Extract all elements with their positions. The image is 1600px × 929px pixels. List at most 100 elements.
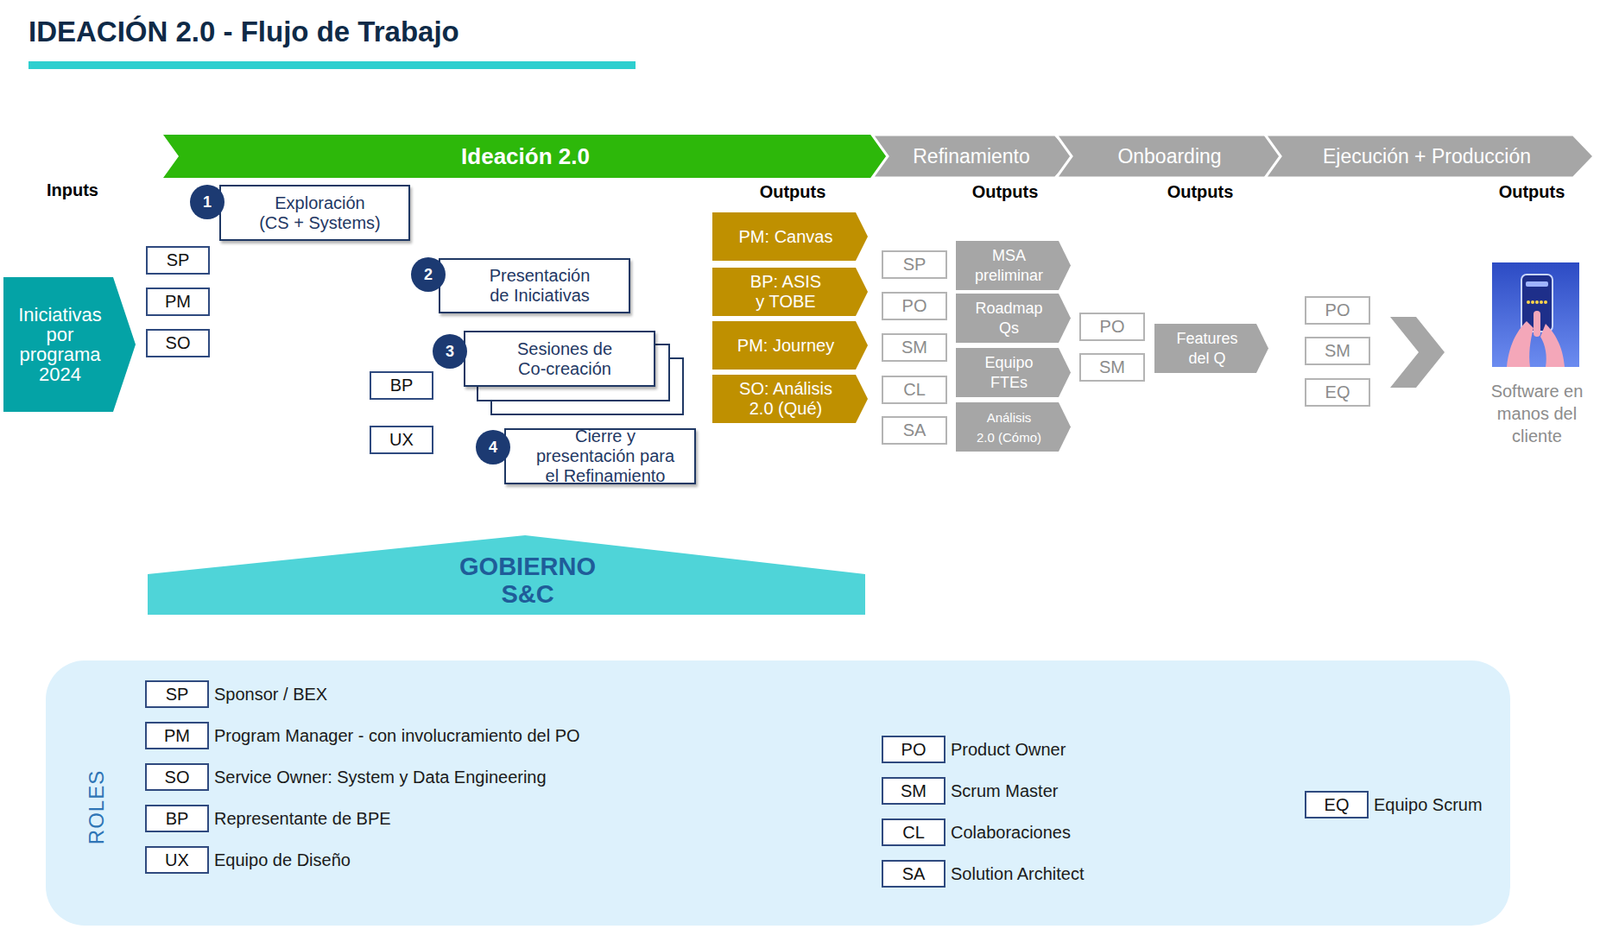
role-tag: SM (1304, 336, 1371, 366)
node-text: Iniciativas por programa 2024 (12, 304, 109, 385)
role-code: SA (881, 860, 946, 888)
role-description: Solution Architect (950, 864, 1085, 885)
output-pentagon: MSA preliminar (955, 240, 1071, 291)
role-code: UX (145, 846, 209, 874)
shape-fill (955, 347, 1071, 398)
role-code: CL (881, 818, 946, 847)
node-text: BP: ASIS y TOBE (733, 271, 838, 312)
role-tag: PO (1079, 312, 1145, 342)
shape-fill (955, 293, 1071, 343)
shape-fill (712, 212, 868, 261)
node-text: Exploración (CS + Systems) (238, 193, 402, 234)
role-tag: UX (369, 425, 434, 455)
role-entry: SPSponsor / BEX (145, 680, 328, 709)
page-title: IDEACIÓN 2.0 - Flujo de Trabajo (28, 15, 460, 49)
role-description: Sponsor / BEX (214, 684, 328, 705)
step-number: 3 (432, 334, 468, 369)
shape-fill (3, 277, 136, 412)
section-label: Outputs (972, 182, 1039, 203)
node-text: UX (389, 430, 414, 450)
role-tag: SM (1079, 353, 1145, 382)
roles-panel: ROLES SPSponsor / BEX PMProgram Manager - … (45, 660, 1511, 926)
shape-fill (1154, 323, 1269, 374)
panel-title: ROLES (84, 770, 109, 845)
node-text: Presentación de Iniciativas (457, 265, 622, 306)
phase-chevron: Ejecución + Producción (1264, 134, 1594, 178)
role-code: SO (145, 763, 209, 791)
step-box: Exploración (CS + Systems) (219, 184, 411, 241)
role-description: Service Owner: System y Data Engineering (214, 767, 547, 788)
role-entry: BPRepresentante de BPE (145, 804, 392, 833)
step-number-text: 1 (202, 193, 212, 212)
node-text: GOBIERNO S&C (452, 552, 604, 608)
shape-fill (955, 402, 1071, 452)
node-text: SO (165, 333, 191, 354)
role-description: Equipo Scrum (1373, 795, 1483, 816)
output-pentagon: BP: ASIS y TOBE (712, 267, 868, 317)
node-text: PO (902, 296, 928, 317)
role-tag: SA (881, 416, 948, 445)
role-code: SM (881, 777, 946, 805)
shape-fill (163, 134, 893, 178)
node-text: PO (1325, 300, 1351, 321)
output-pentagon: Features del Q (1154, 323, 1269, 374)
step-number-text: 2 (423, 265, 433, 285)
shape-fill (1264, 134, 1594, 178)
role-code: PO (881, 735, 946, 764)
star-dot (1543, 300, 1548, 304)
shape-fill (712, 267, 868, 317)
role-description: Program Manager - con involucramiento de… (214, 726, 581, 747)
role-tag: BP (369, 371, 434, 400)
step-box: Sesiones de Co-creación (463, 330, 656, 387)
role-code: PM (145, 721, 209, 750)
node-text: Features del Q (1167, 328, 1247, 369)
node-text: Refinamiento (912, 146, 1031, 167)
role-tag: SO (145, 328, 210, 358)
shape-fill (147, 535, 866, 615)
step-box: Presentación de Iniciativas (438, 258, 631, 314)
role-entry: POProduct Owner (881, 735, 1066, 764)
node-text: CL (903, 379, 926, 400)
step-number: 2 (411, 257, 446, 292)
phone-screen-bar (1525, 281, 1549, 287)
node-text: SP (903, 254, 927, 275)
star-dot (1539, 300, 1544, 304)
node-text: PO (1100, 316, 1126, 337)
caption-text: Software en manos del cliente (1489, 379, 1585, 448)
node-text: PM: Journey (737, 335, 835, 356)
role-entry: UXEquipo de Diseño (145, 846, 351, 874)
output-pentagon: Análisis 2.0 (Cómo) (955, 402, 1071, 452)
role-entry: CLColaboraciones (881, 818, 1071, 847)
section-label: Outputs (759, 182, 827, 203)
governance-band: GOBIERNO S&C (147, 535, 866, 615)
role-description: Equipo de Diseño (214, 850, 351, 871)
node-text: BP (390, 375, 414, 396)
phase-chevron: Onboarding (1056, 134, 1289, 178)
node-text: Ejecución + Producción (1322, 146, 1531, 167)
star-dot (1535, 300, 1539, 304)
shape-fill (955, 240, 1071, 291)
output-pentagon: Equipo FTEs (955, 347, 1071, 398)
phone-picture-ground (1492, 262, 1580, 367)
node-text: Sesiones de Co-creación (508, 339, 621, 380)
node-text: SM (901, 337, 928, 358)
star-dot (1530, 300, 1535, 304)
hand (1506, 321, 1534, 367)
step-number: 4 (475, 430, 511, 465)
node-text: Análisis 2.0 (Cómo) (969, 407, 1050, 448)
title-underline (28, 61, 636, 70)
step-number: 1 (189, 184, 225, 220)
node-text: Roadmap Qs (969, 298, 1050, 339)
shape-fill (712, 321, 868, 370)
role-tag: PM (145, 287, 210, 317)
finger (1533, 310, 1541, 337)
output-pentagon: PM: Canvas (712, 212, 868, 261)
node-text: MSA preliminar (969, 246, 1050, 286)
role-tag: SM (881, 333, 948, 362)
role-tag: SP (145, 246, 210, 275)
shape-fill (1056, 134, 1289, 178)
step-box: Cierre y presentación para el Refinamien… (504, 428, 696, 485)
role-tag: SP (881, 250, 948, 279)
output-pentagon: Iniciativas por programa 2024 (3, 277, 136, 412)
